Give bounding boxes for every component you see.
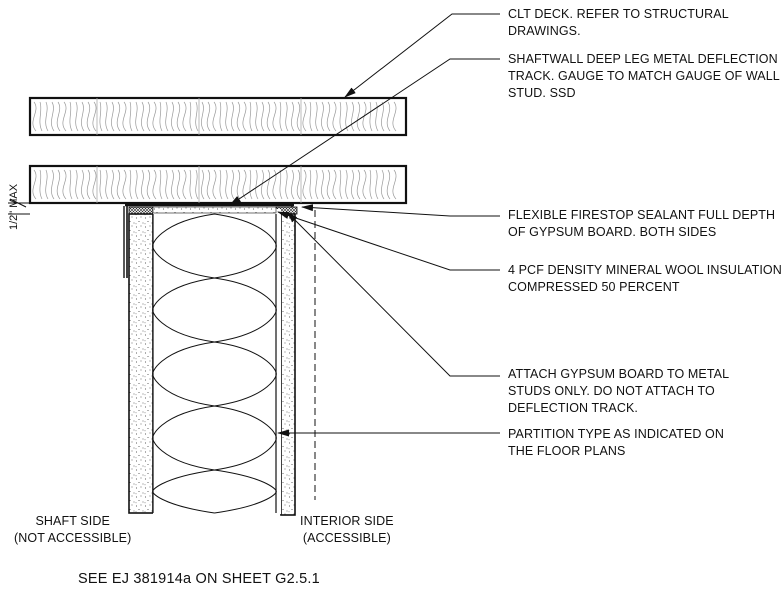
leader-attach-gypsum bbox=[286, 211, 500, 377]
note-deflection-track: SHAFTWALL DEEP LEG METAL DEFLECTION TRAC… bbox=[508, 52, 780, 100]
leader-deflection-track bbox=[229, 58, 500, 206]
wall-head-detail-drawing bbox=[8, 13, 500, 516]
note-attach-gypsum: ATTACH GYPSUM BOARD TO METAL STUDS ONLY.… bbox=[508, 367, 730, 415]
note-firestop-sealant: FLEXIBLE FIRESTOP SEALANT FULL DEPTH OF … bbox=[508, 208, 776, 239]
note-mineral-wool: 4 PCF DENSITY MINERAL WOOL INSULATION CO… bbox=[508, 263, 782, 294]
note-clt-deck: CLT DECK. REFER TO STRUCTURAL DRAWINGS. bbox=[508, 7, 729, 38]
gypsum-board-interior-side bbox=[280, 213, 296, 516]
dimension-label: 1/2" MAX bbox=[8, 183, 20, 231]
leader-mineral-wool bbox=[277, 211, 500, 271]
mineral-wool-insulation bbox=[152, 206, 281, 514]
note-partition-type: PARTITION TYPE AS INDICATED ON THE FLOOR… bbox=[508, 427, 725, 458]
dimension-mark bbox=[8, 198, 30, 215]
leader-firestop bbox=[301, 204, 500, 217]
leader-clt-deck bbox=[344, 13, 500, 98]
clt-deck bbox=[28, 96, 408, 205]
gypsum-board-shaft-side bbox=[128, 213, 154, 514]
sheet-reference: SEE EJ 381914a ON SHEET G2.5.1 bbox=[78, 571, 320, 587]
label-interior-side: INTERIOR SIDE (ACCESSIBLE) bbox=[300, 514, 394, 545]
label-shaft-side: SHAFT SIDE (NOT ACCESSIBLE) bbox=[14, 514, 132, 545]
